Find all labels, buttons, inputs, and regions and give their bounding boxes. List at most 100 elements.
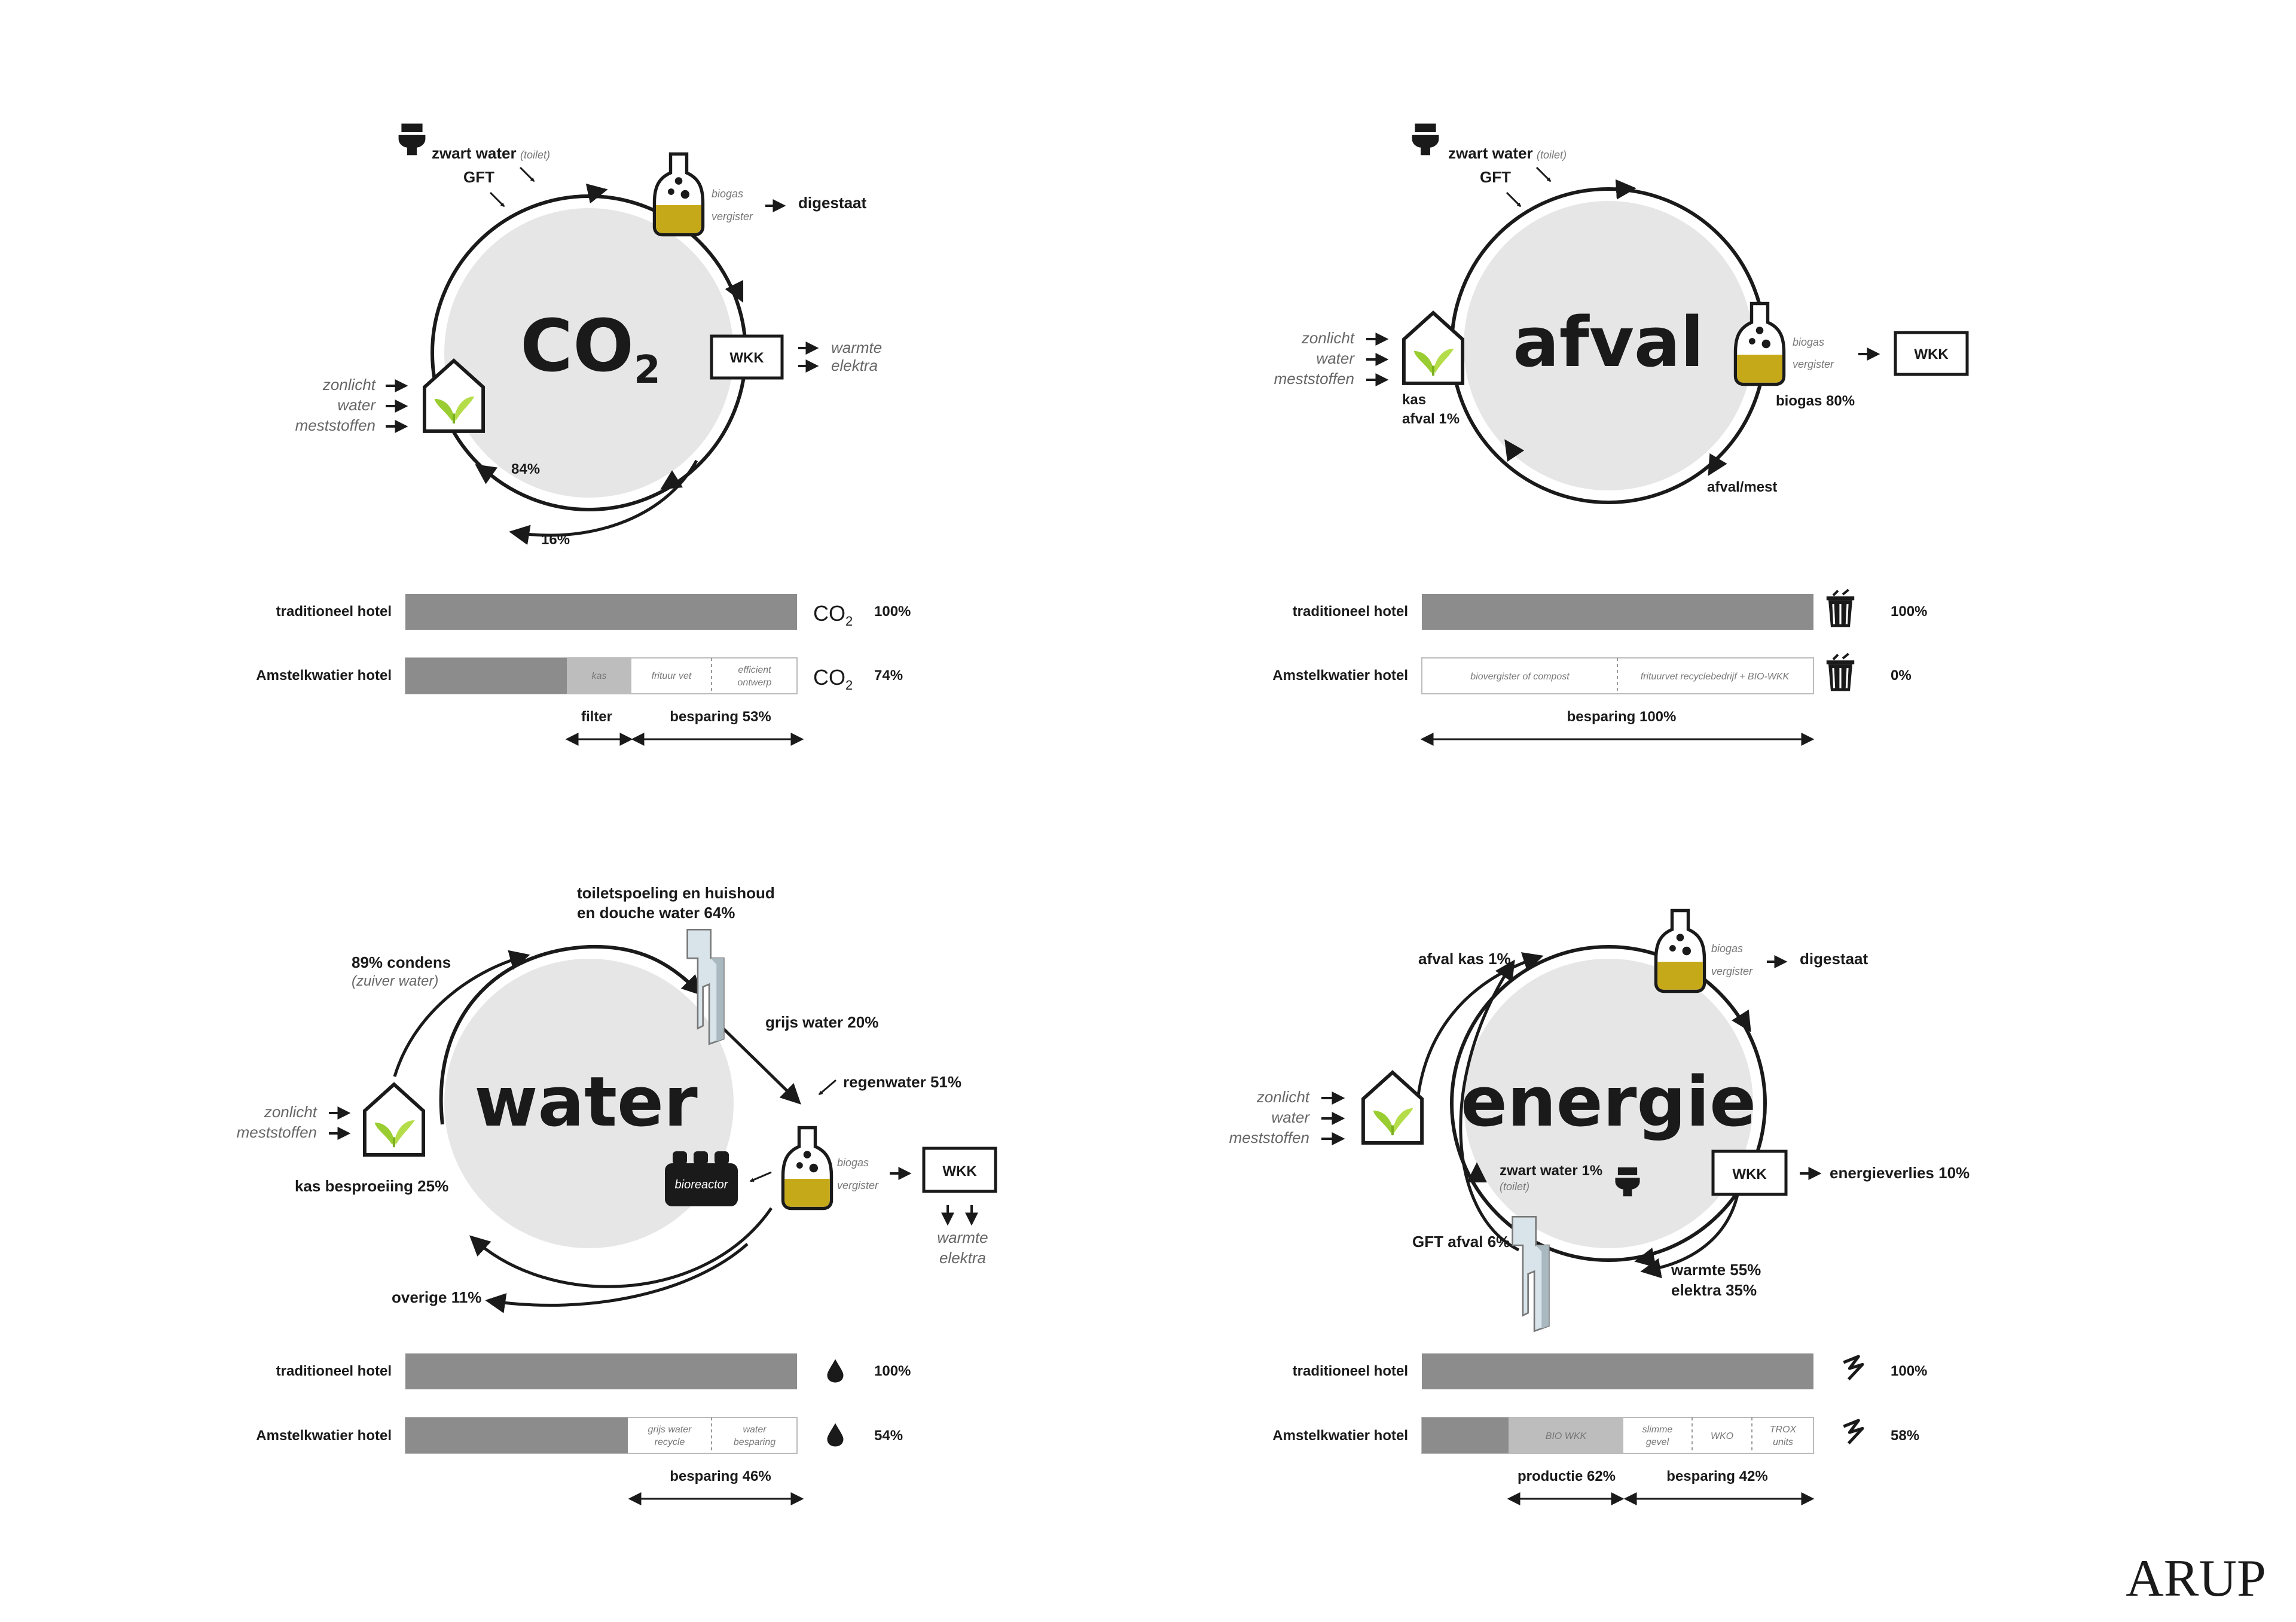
co2-row2-value: 74% — [874, 667, 903, 684]
water-zuiver-label: (zuiver water) — [352, 973, 438, 989]
energie-row1-value: 100% — [1891, 1363, 1927, 1379]
co2-toilet-note: (toilet) — [520, 149, 550, 161]
water-vergister-label: vergister — [837, 1179, 879, 1191]
energie-biogas-label: biogas — [1711, 943, 1743, 955]
afval-seg-1: biovergister of compost — [1470, 672, 1570, 682]
afval-row1-value: 100% — [1891, 603, 1927, 620]
water-bar-amstel-filled — [405, 1417, 628, 1453]
water-drop-icon — [827, 1359, 844, 1383]
energie-water-label: water — [1271, 1108, 1310, 1126]
water-grijs-label: grijs water 20% — [765, 1013, 878, 1031]
energie-cycle-ring — [1450, 945, 1767, 1262]
co2-filter-label: filter — [581, 709, 612, 725]
energie-row2-label: Amstelkwatier hotel — [1272, 1428, 1408, 1444]
co2-row1-label: traditioneel hotel — [276, 603, 392, 620]
flask-icon — [783, 1128, 832, 1209]
co2-seg-efficient-1: efficient — [738, 665, 771, 675]
co2-unit-2: CO2 — [813, 665, 853, 693]
energie-bar-biowkk-seg — [1509, 1417, 1623, 1453]
afval-row2-value: 0% — [1891, 667, 1912, 684]
co2-outflow-arrow — [509, 459, 698, 545]
energie-title: energie — [1461, 1062, 1756, 1142]
energie-wkk-box — [1711, 1150, 1788, 1196]
toilet-icon — [398, 123, 426, 156]
energie-gft-afval-label: GFT afval 6% — [1412, 1233, 1510, 1251]
energie-seg-slimme-2: gevel — [1646, 1437, 1669, 1447]
energie-toilet-note: (toilet) — [1500, 1181, 1529, 1193]
energie-warmte-label: warmte 55% — [1671, 1261, 1761, 1279]
afval-besparing-label: besparing 100% — [1567, 709, 1677, 725]
water-warmte-label: warmte — [937, 1228, 988, 1246]
afval-cycle-disc — [1464, 201, 1753, 490]
flask-icon — [1656, 911, 1705, 992]
energie-row2-value: 58% — [1891, 1428, 1919, 1444]
co2-seg-kas: kas — [592, 671, 607, 681]
co2-biogas-label: biogas — [712, 188, 743, 200]
energie-row1-label: traditioneel hotel — [1293, 1363, 1408, 1379]
greenhouse-icon — [1363, 1072, 1422, 1143]
co2-elektra-label: elektra — [831, 356, 878, 374]
water-toiletspoeling-1: toiletspoeling en huishoud — [577, 884, 775, 902]
bioreactor-box — [665, 1163, 738, 1206]
water-biogas-label: biogas — [837, 1157, 869, 1169]
water-seg-grijs-2: recycle — [655, 1437, 685, 1447]
water-cycle-ring — [439, 944, 703, 1125]
co2-besparing-label: besparing 53% — [670, 709, 771, 725]
co2-bar-traditional — [405, 594, 797, 630]
energie-meststoffen-label: meststoffen — [1229, 1129, 1309, 1147]
energie-zonlicht-label: zonlicht — [1256, 1088, 1311, 1106]
energie-zwart-water-label: zwart water 1% — [1500, 1163, 1602, 1179]
afval-bar-traditional — [1422, 594, 1813, 630]
afval-seg-2: frituurvet recyclebedrijf + BIO-WKK — [1641, 672, 1790, 682]
co2-bar-amstel-filled — [405, 658, 567, 694]
afval-zwart-water-label: zwart water — [1448, 144, 1533, 162]
co2-vergister-label: vergister — [712, 211, 753, 222]
water-kas-besproeiing-label: kas besproeiing 25% — [295, 1177, 448, 1195]
water-title: water — [474, 1062, 698, 1142]
co2-pct-16-label: 16% — [541, 532, 570, 548]
water-bar-traditional — [405, 1353, 797, 1389]
water-meststoffen-label: meststoffen — [237, 1123, 317, 1141]
energie-wkk-label: WKK — [1732, 1166, 1767, 1182]
energie-seg-trox-1: TROX — [1770, 1425, 1797, 1435]
afval-wkk-label: WKK — [1914, 346, 1949, 362]
water-condens-label: 89% condens — [352, 953, 451, 971]
energie-digestaat-label: digestaat — [1800, 950, 1868, 968]
water-bioreactor-label: bioreactor — [675, 1178, 729, 1191]
pipe-icon — [1512, 1216, 1550, 1332]
afval-row2-label: Amstelkwatier hotel — [1272, 667, 1408, 684]
afval-afval-mest-label: afval/mest — [1707, 479, 1777, 495]
afval-toilet-note: (toilet) — [1537, 149, 1567, 161]
afval-biogas-label: biogas — [1793, 336, 1824, 348]
co2-zwart-water-label: zwart water — [432, 144, 517, 162]
afval-biogas-80-label: biogas 80% — [1776, 393, 1855, 409]
water-seg-water-2: besparing — [734, 1437, 775, 1447]
lightning-icon — [1843, 1356, 1863, 1379]
water-row2-value: 54% — [874, 1428, 903, 1444]
energie-bar-amstel-filled — [1422, 1417, 1509, 1453]
co2-bar-kas-seg — [567, 658, 631, 694]
water-elektra-label: elektra — [939, 1249, 986, 1267]
co2-meststoffen-label: meststoffen — [295, 416, 375, 434]
energie-bar-traditional — [1422, 1353, 1813, 1389]
afval-gft-label: GFT — [1480, 168, 1511, 186]
co2-wkk-label: WKK — [729, 350, 764, 366]
water-seg-grijs-1: grijs water — [648, 1425, 692, 1435]
energie-seg-wko: WKO — [1711, 1431, 1733, 1441]
water-zonlicht-label: zonlicht — [264, 1103, 318, 1121]
water-drop-icon — [827, 1423, 844, 1447]
arup-logo: ARUP — [2126, 1550, 2266, 1608]
energie-elektra-label: elektra 35% — [1671, 1281, 1757, 1299]
bin-icon — [1827, 590, 1854, 627]
water-besparing-label: besparing 46% — [670, 1468, 771, 1484]
energie-energieverlies-label: energieverlies 10% — [1830, 1164, 1970, 1182]
energie-seg-trox-2: units — [1773, 1437, 1793, 1447]
water-toiletspoeling-2: en douche water 64% — [577, 904, 735, 922]
co2-zonlicht-label: zonlicht — [322, 376, 377, 394]
co2-cycle-disc — [444, 208, 734, 498]
water-row1-label: traditioneel hotel — [276, 1363, 392, 1379]
energie-panel: energie afval kas 1% biogas vergister di… — [1229, 911, 1970, 1505]
water-wkk-label: WKK — [942, 1163, 977, 1179]
energie-seg-slimme-1: slimme — [1642, 1425, 1673, 1435]
